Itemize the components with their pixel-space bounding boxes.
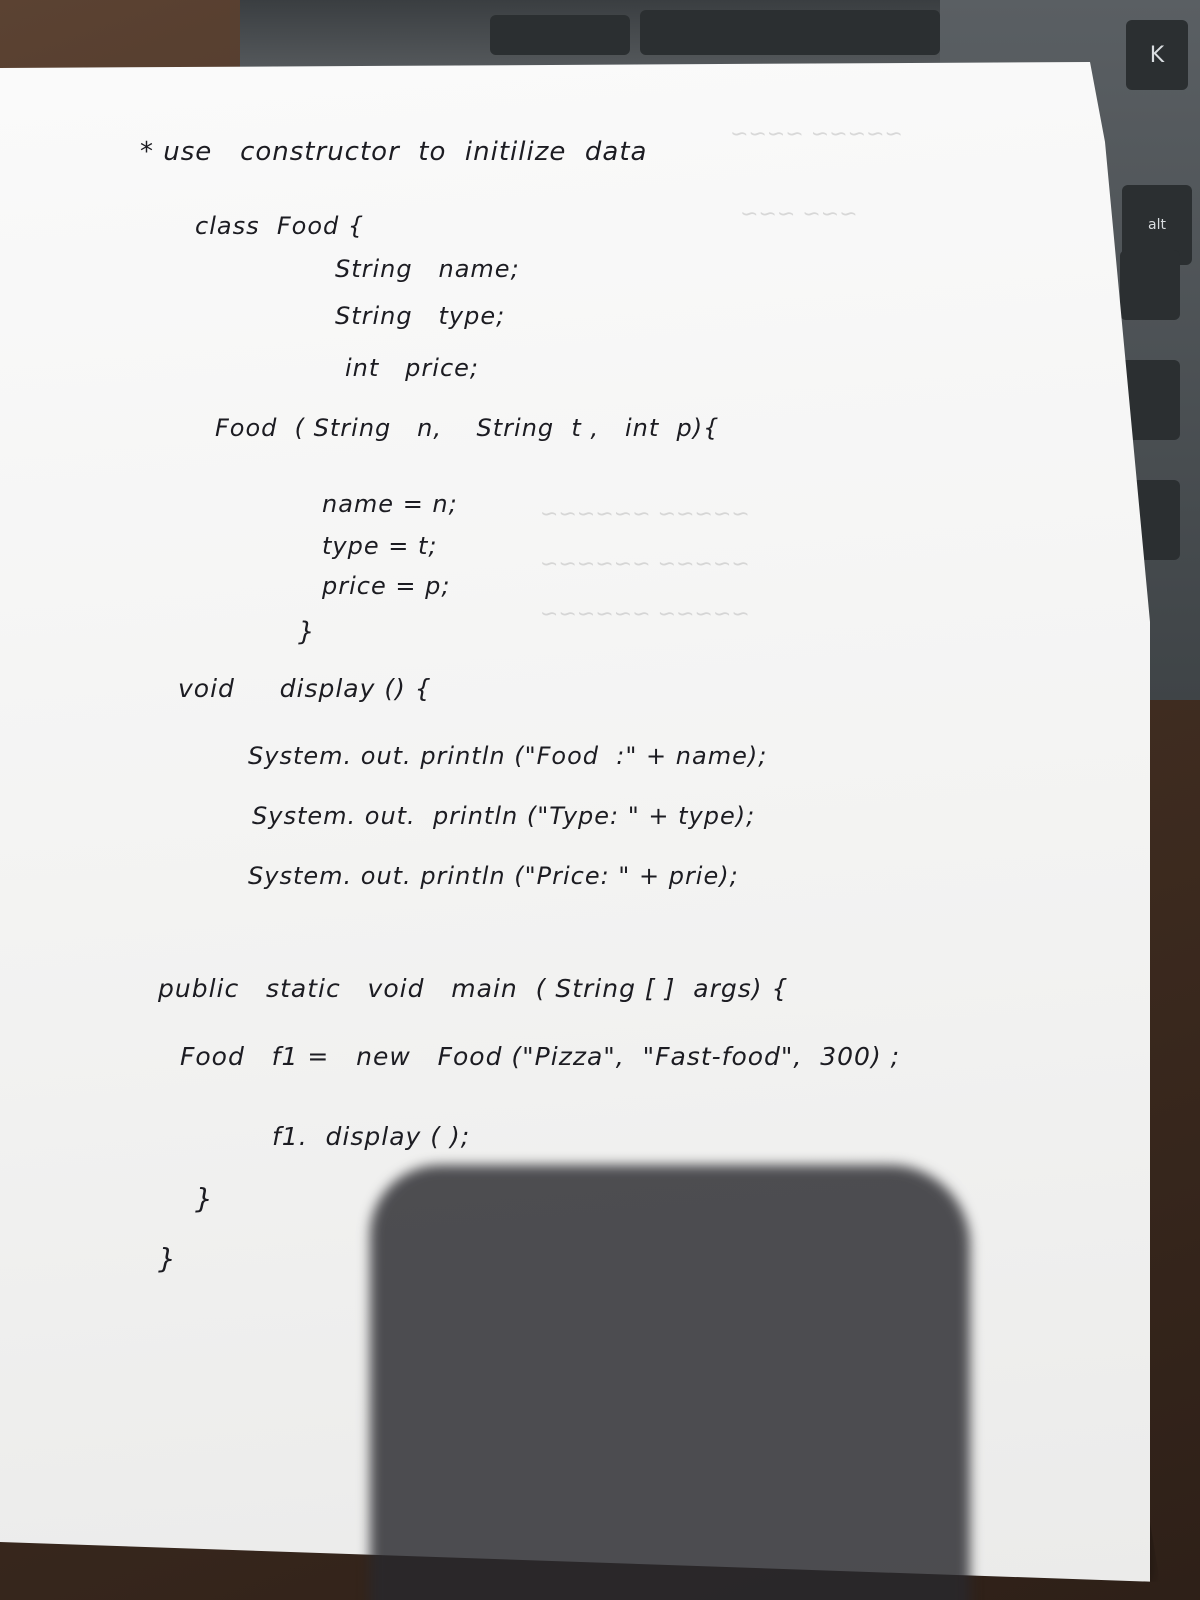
code-line: System. out. println ("Price: " + prie); (248, 862, 739, 890)
code-line: name = n; (322, 490, 458, 518)
laptop-key (490, 15, 630, 55)
code-line: } (195, 1182, 214, 1215)
code-line: System. out. println ("Type: " + type); (252, 802, 756, 830)
show-through-mark: ~~~~~ ~~~~ (730, 122, 903, 147)
code-line: Food f1 = new Food ("Pizza", "Fast-food"… (180, 1042, 901, 1071)
code-line: String type; (335, 302, 506, 330)
code-line: int price; (345, 354, 479, 382)
code-line: } (158, 1242, 177, 1275)
phone-shadow (370, 1165, 970, 1600)
show-through-mark: ~~~~~ ~~~~~~ (540, 552, 750, 577)
code-line: public static void main ( String [ ] arg… (158, 974, 789, 1003)
show-through-mark: ~~~~~ ~~~~~~ (540, 602, 750, 627)
laptop-key (640, 10, 940, 55)
code-line: type = t; (322, 532, 438, 560)
code-line: Food ( String n, String t , int p){ (215, 414, 720, 442)
code-line: f1. display ( ); (272, 1122, 471, 1151)
code-line: class Food { (195, 212, 365, 240)
page-heading: * use constructor to initilize data (140, 137, 648, 167)
code-line: void display () { (178, 674, 432, 703)
laptop-key-k: K (1126, 20, 1188, 90)
laptop-key (1120, 250, 1180, 320)
code-line: price = p; (322, 572, 451, 600)
show-through-mark: ~~~~~ ~~~~~~ (540, 502, 750, 527)
code-line: System. out. println ("Food :" + name); (248, 742, 768, 770)
code-line: String name; (335, 255, 520, 283)
show-through-mark: ~~~ ~~~ (740, 202, 858, 227)
code-line: } (298, 617, 316, 647)
